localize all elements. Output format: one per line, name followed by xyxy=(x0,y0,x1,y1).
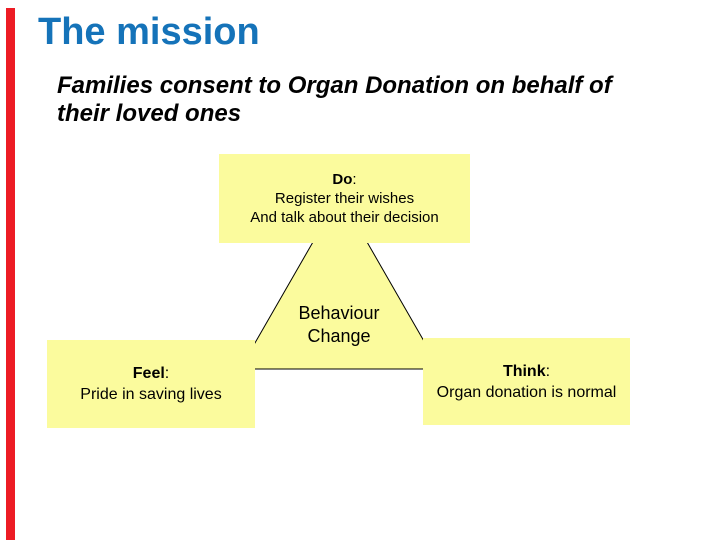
do-box-heading: Do: xyxy=(219,170,470,189)
think-box-label: Think xyxy=(502,362,546,380)
do-box-line-1: Register their wishes xyxy=(274,190,415,207)
triangle-outline xyxy=(239,193,441,370)
behaviour-change-label: Behaviour Change xyxy=(259,302,419,348)
behaviour-change-line-1: Behaviour xyxy=(298,303,380,323)
think-box-colon: : xyxy=(545,362,551,380)
do-box-label: Do xyxy=(332,171,353,188)
think-box-heading: Think: xyxy=(423,361,630,382)
feel-box-line-1: Pride in saving lives xyxy=(80,386,222,403)
behaviour-change-line-2: Change xyxy=(307,326,371,346)
think-box-line-1: Organ donation is normal xyxy=(436,383,617,401)
subtitle-line-2: their loved ones xyxy=(57,100,242,127)
feel-box-colon: : xyxy=(164,365,170,382)
feel-box: Feel: Pride in saving lives xyxy=(47,340,255,428)
subtitle: Families consent to Organ Donation on be… xyxy=(57,72,612,128)
feel-box-label: Feel xyxy=(132,365,165,382)
subtitle-line-1: Families consent to Organ Donation on be… xyxy=(57,72,612,99)
do-box: Do: Register their wishes And talk about… xyxy=(219,154,470,243)
page-title: The mission xyxy=(38,11,260,53)
think-box: Think: Organ donation is normal xyxy=(423,338,630,425)
do-box-colon: : xyxy=(352,171,357,188)
accent-bar xyxy=(6,8,15,540)
feel-box-heading: Feel: xyxy=(47,363,255,384)
do-box-line-2: And talk about their decision xyxy=(250,209,439,226)
